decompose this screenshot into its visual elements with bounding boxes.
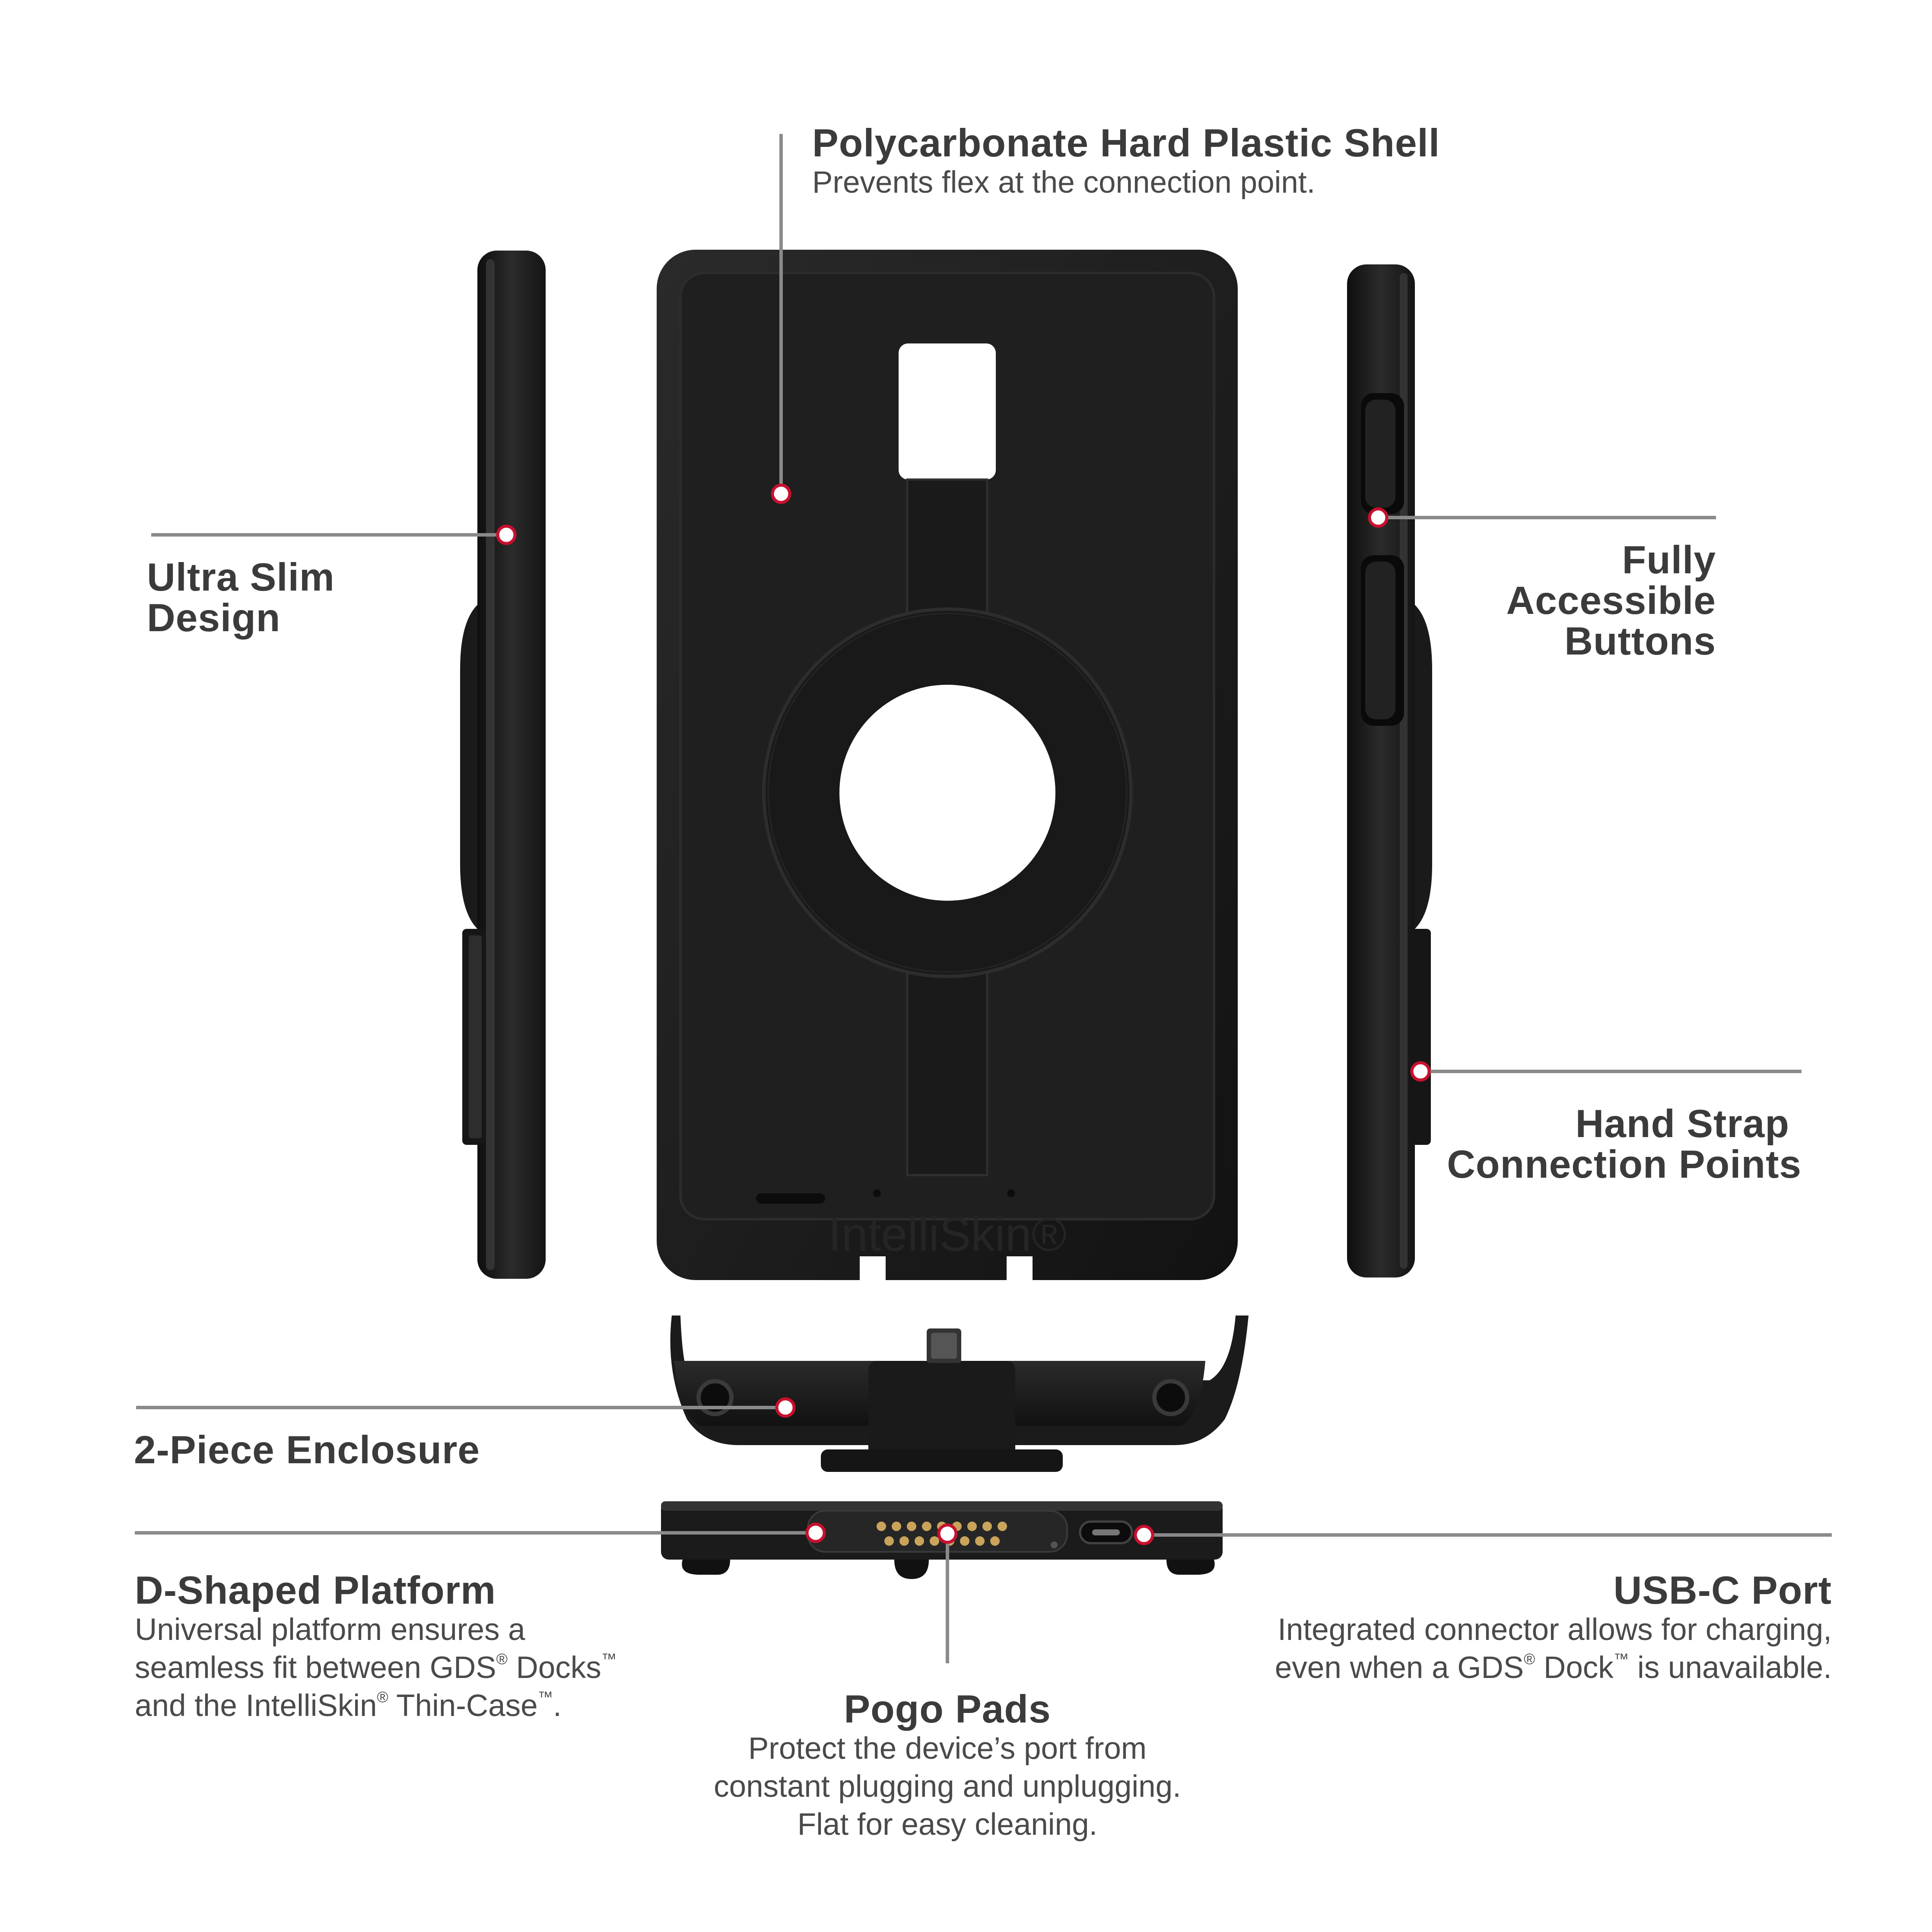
- callout-title-line: Fully: [1622, 538, 1716, 582]
- callout-title: Pogo Pads: [844, 1687, 1051, 1731]
- callout-desc: Prevents flex at the connection point.: [812, 165, 1316, 200]
- callout-desc-line: and the IntelliSkin® Thin-Case™.: [135, 1688, 562, 1723]
- callout-title-line: Accessible: [1506, 579, 1716, 623]
- callout-title: 2-Piece Enclosure: [134, 1428, 480, 1472]
- callout-pogo-pads: Pogo Pads Protect the device’s port from…: [602, 1689, 1293, 1844]
- case-side-left: [460, 251, 546, 1279]
- callout-d-platform: D-Shaped Platform Universal platform ens…: [135, 1570, 616, 1725]
- callout-desc-line: Protect the device’s port from: [748, 1732, 1147, 1766]
- callout-desc-line: Universal platform ensures a: [135, 1613, 525, 1647]
- callout-title-line: Buttons: [1564, 620, 1716, 663]
- callout-desc-line: Flat for easy cleaning.: [797, 1808, 1098, 1842]
- callout-hand-strap: Hand Strap Connection Points: [1447, 1104, 1802, 1185]
- callout-desc-line: even when a GDS® Dock™ is unavailable.: [1274, 1650, 1832, 1685]
- callout-usb-c: USB-C Port Integrated connector allows f…: [1275, 1570, 1832, 1687]
- marker-slim: [496, 524, 517, 545]
- enclosure-upper-piece: [670, 1316, 1249, 1472]
- callout-title: Polycarbonate Hard Plastic Shell: [812, 121, 1440, 165]
- callout-title-line: Ultra Slim: [147, 556, 335, 599]
- callout-title-line: Connection Points: [1447, 1143, 1802, 1186]
- case-back-shell: IntelliSkin®: [657, 250, 1238, 1280]
- marker-enclosure: [775, 1397, 796, 1418]
- callout-title: D-Shaped Platform: [135, 1569, 496, 1612]
- marker-usb: [1134, 1525, 1154, 1545]
- case-side-right: [1347, 264, 1432, 1277]
- callout-title-line: Design: [147, 596, 281, 640]
- callout-polycarbonate: Polycarbonate Hard Plastic Shell Prevent…: [812, 123, 1440, 202]
- marker-buttons: [1368, 507, 1389, 528]
- callout-desc-line: Integrated connector allows for charging…: [1277, 1613, 1832, 1647]
- callout-desc-line: constant plugging and unplugging.: [714, 1770, 1181, 1804]
- case-brand-logo: IntelliSkin®: [828, 1208, 1067, 1261]
- callout-accessible-buttons: Fully Accessible Buttons: [1506, 540, 1716, 662]
- callout-title-line: Hand Strap: [1575, 1102, 1789, 1146]
- leader-lines: [135, 134, 1832, 1663]
- callout-enclosure: 2-Piece Enclosure: [134, 1430, 480, 1471]
- callout-markers: [496, 483, 1431, 1545]
- marker-platform: [805, 1522, 826, 1543]
- marker-hand-strap: [1410, 1061, 1431, 1082]
- callout-desc-line: seamless fit between GDS® Docks™: [135, 1650, 617, 1685]
- callout-title: USB-C Port: [1613, 1569, 1832, 1612]
- marker-shell: [771, 483, 791, 504]
- marker-pogo: [937, 1523, 958, 1544]
- callout-ultra-slim: Ultra Slim Design: [147, 557, 335, 639]
